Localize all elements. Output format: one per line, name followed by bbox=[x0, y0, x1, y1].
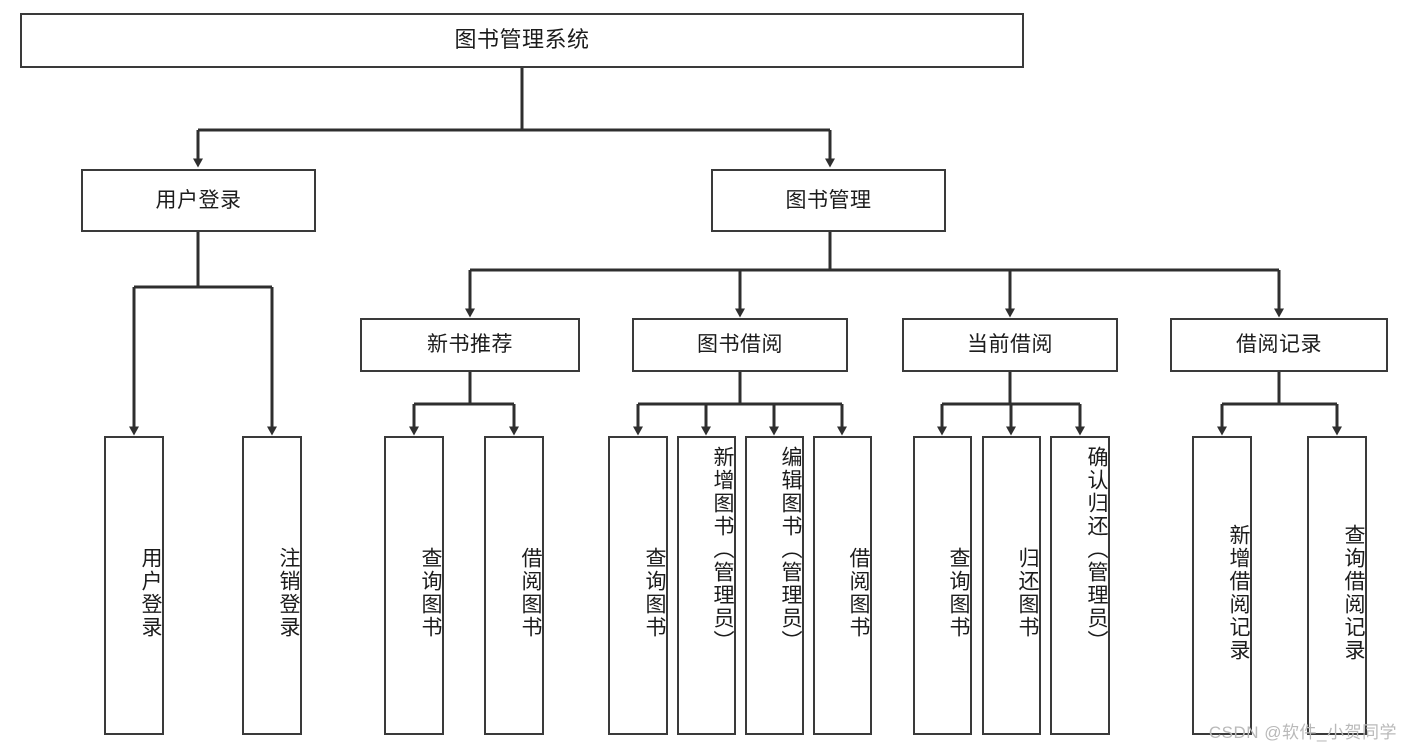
leaf-borrow-book-recommend[interactable]: 借阅图书 bbox=[484, 436, 544, 735]
leaf-logout-login[interactable]: 注销登录 bbox=[242, 436, 302, 735]
csdn-watermark: CSDN @软件_小贺同学 bbox=[1208, 723, 1397, 742]
node-book-borrow[interactable]: 图书借阅 bbox=[632, 318, 848, 372]
leaf-confirm-return-admin[interactable]: 确认归还（管理员） bbox=[1050, 436, 1110, 735]
node-root-book-management-system[interactable]: 图书管理系统 bbox=[20, 13, 1024, 68]
leaf-return-book[interactable]: 归还图书 bbox=[982, 436, 1041, 735]
leaf-add-book-admin[interactable]: 新增图书（管理员） bbox=[677, 436, 736, 735]
leaf-query-book-recommend[interactable]: 查询图书 bbox=[384, 436, 444, 735]
node-current-borrow[interactable]: 当前借阅 bbox=[902, 318, 1118, 372]
node-new-book-recommend[interactable]: 新书推荐 bbox=[360, 318, 580, 372]
leaf-query-borrow-record[interactable]: 查询借阅记录 bbox=[1307, 436, 1367, 735]
leaf-add-borrow-record[interactable]: 新增借阅记录 bbox=[1192, 436, 1252, 735]
node-borrow-record[interactable]: 借阅记录 bbox=[1170, 318, 1388, 372]
node-user-login[interactable]: 用户登录 bbox=[81, 169, 316, 232]
leaf-edit-book-admin[interactable]: 编辑图书（管理员） bbox=[745, 436, 804, 735]
leaf-borrow-book-borrow[interactable]: 借阅图书 bbox=[813, 436, 872, 735]
leaf-query-book-current[interactable]: 查询图书 bbox=[913, 436, 972, 735]
leaf-user-login[interactable]: 用户登录 bbox=[104, 436, 164, 735]
node-book-management[interactable]: 图书管理 bbox=[711, 169, 946, 232]
leaf-query-book-borrow[interactable]: 查询图书 bbox=[608, 436, 668, 735]
